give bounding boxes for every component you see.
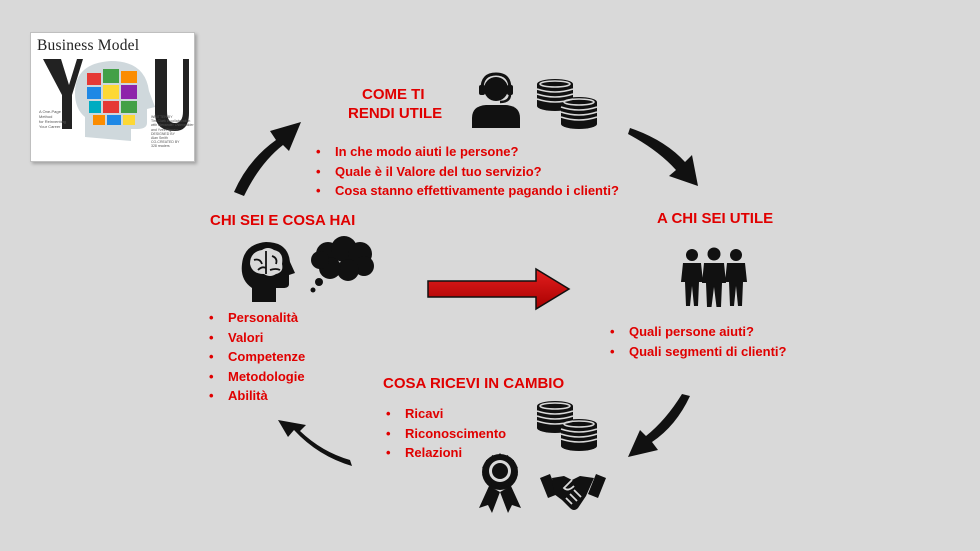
list-item: Relazioni xyxy=(383,443,506,463)
coins-icon xyxy=(536,79,598,129)
book-tagline: A One-Page Method for Reinventing Your C… xyxy=(39,109,66,129)
heading-cosa-ricevi-in-cambio: COSA RICEVI IN CAMBIO xyxy=(383,375,565,392)
coins-icon xyxy=(536,401,598,451)
heading-chi-sei-e-cosa-hai: CHI SEI E COSA HAI xyxy=(210,212,356,229)
list-item: Quali persone aiuti? xyxy=(607,322,786,342)
cycle-arrow-top-left xyxy=(234,122,301,196)
group-of-people-icon xyxy=(681,247,747,307)
heading-a-chi-sei-utile: A CHI SEI UTILE xyxy=(657,210,774,227)
list-item: Riconoscimento xyxy=(383,424,506,444)
list-a-chi-sei-utile: Quali persone aiuti? Quali segmenti di c… xyxy=(607,322,786,361)
list-item: Valori xyxy=(206,328,305,348)
award-ribbon-icon xyxy=(479,453,521,513)
list-item: Personalità xyxy=(206,308,305,328)
thought-cloud-icon xyxy=(310,236,374,293)
list-item: Quali segmenti di clienti? xyxy=(607,342,786,362)
list-item: Cosa stanno effettivamente pagando i cli… xyxy=(313,181,619,201)
book-cover: Business Model A One-Page Method for Rei… xyxy=(30,32,195,162)
list-item: Competenze xyxy=(206,347,305,367)
list-item: Metodologie xyxy=(206,367,305,387)
headset-person-icon xyxy=(472,72,520,128)
cycle-arrow-bottom-right xyxy=(628,394,690,457)
book-credits: WRITTEN BY Tim Clark in collaboration wi… xyxy=(151,115,194,149)
center-red-arrow xyxy=(427,267,571,311)
list-item: Ricavi xyxy=(383,404,506,424)
list-come-ti-rendi-utile: In che modo aiuti le persone? Quale è il… xyxy=(313,142,619,201)
brain-head-icon xyxy=(241,242,295,302)
cycle-arrow-top-right xyxy=(628,128,698,186)
list-chi-sei-e-cosa-hai: Personalità Valori Competenze Metodologi… xyxy=(206,308,305,406)
list-item: In che modo aiuti le persone? xyxy=(313,142,619,162)
list-cosa-ricevi-in-cambio: Ricavi Riconoscimento Relazioni xyxy=(383,404,506,463)
handshake-icon xyxy=(540,474,606,510)
heading-come-ti-rendi-utile: COME TI RENDI UTILE xyxy=(348,86,443,122)
list-item: Quale è il Valore del tuo servizio? xyxy=(313,162,619,182)
book-cover-art xyxy=(43,59,189,141)
cycle-arrow-bottom-left xyxy=(278,420,352,466)
list-item: Abilità xyxy=(206,386,305,406)
book-title: Business Model xyxy=(37,37,140,54)
